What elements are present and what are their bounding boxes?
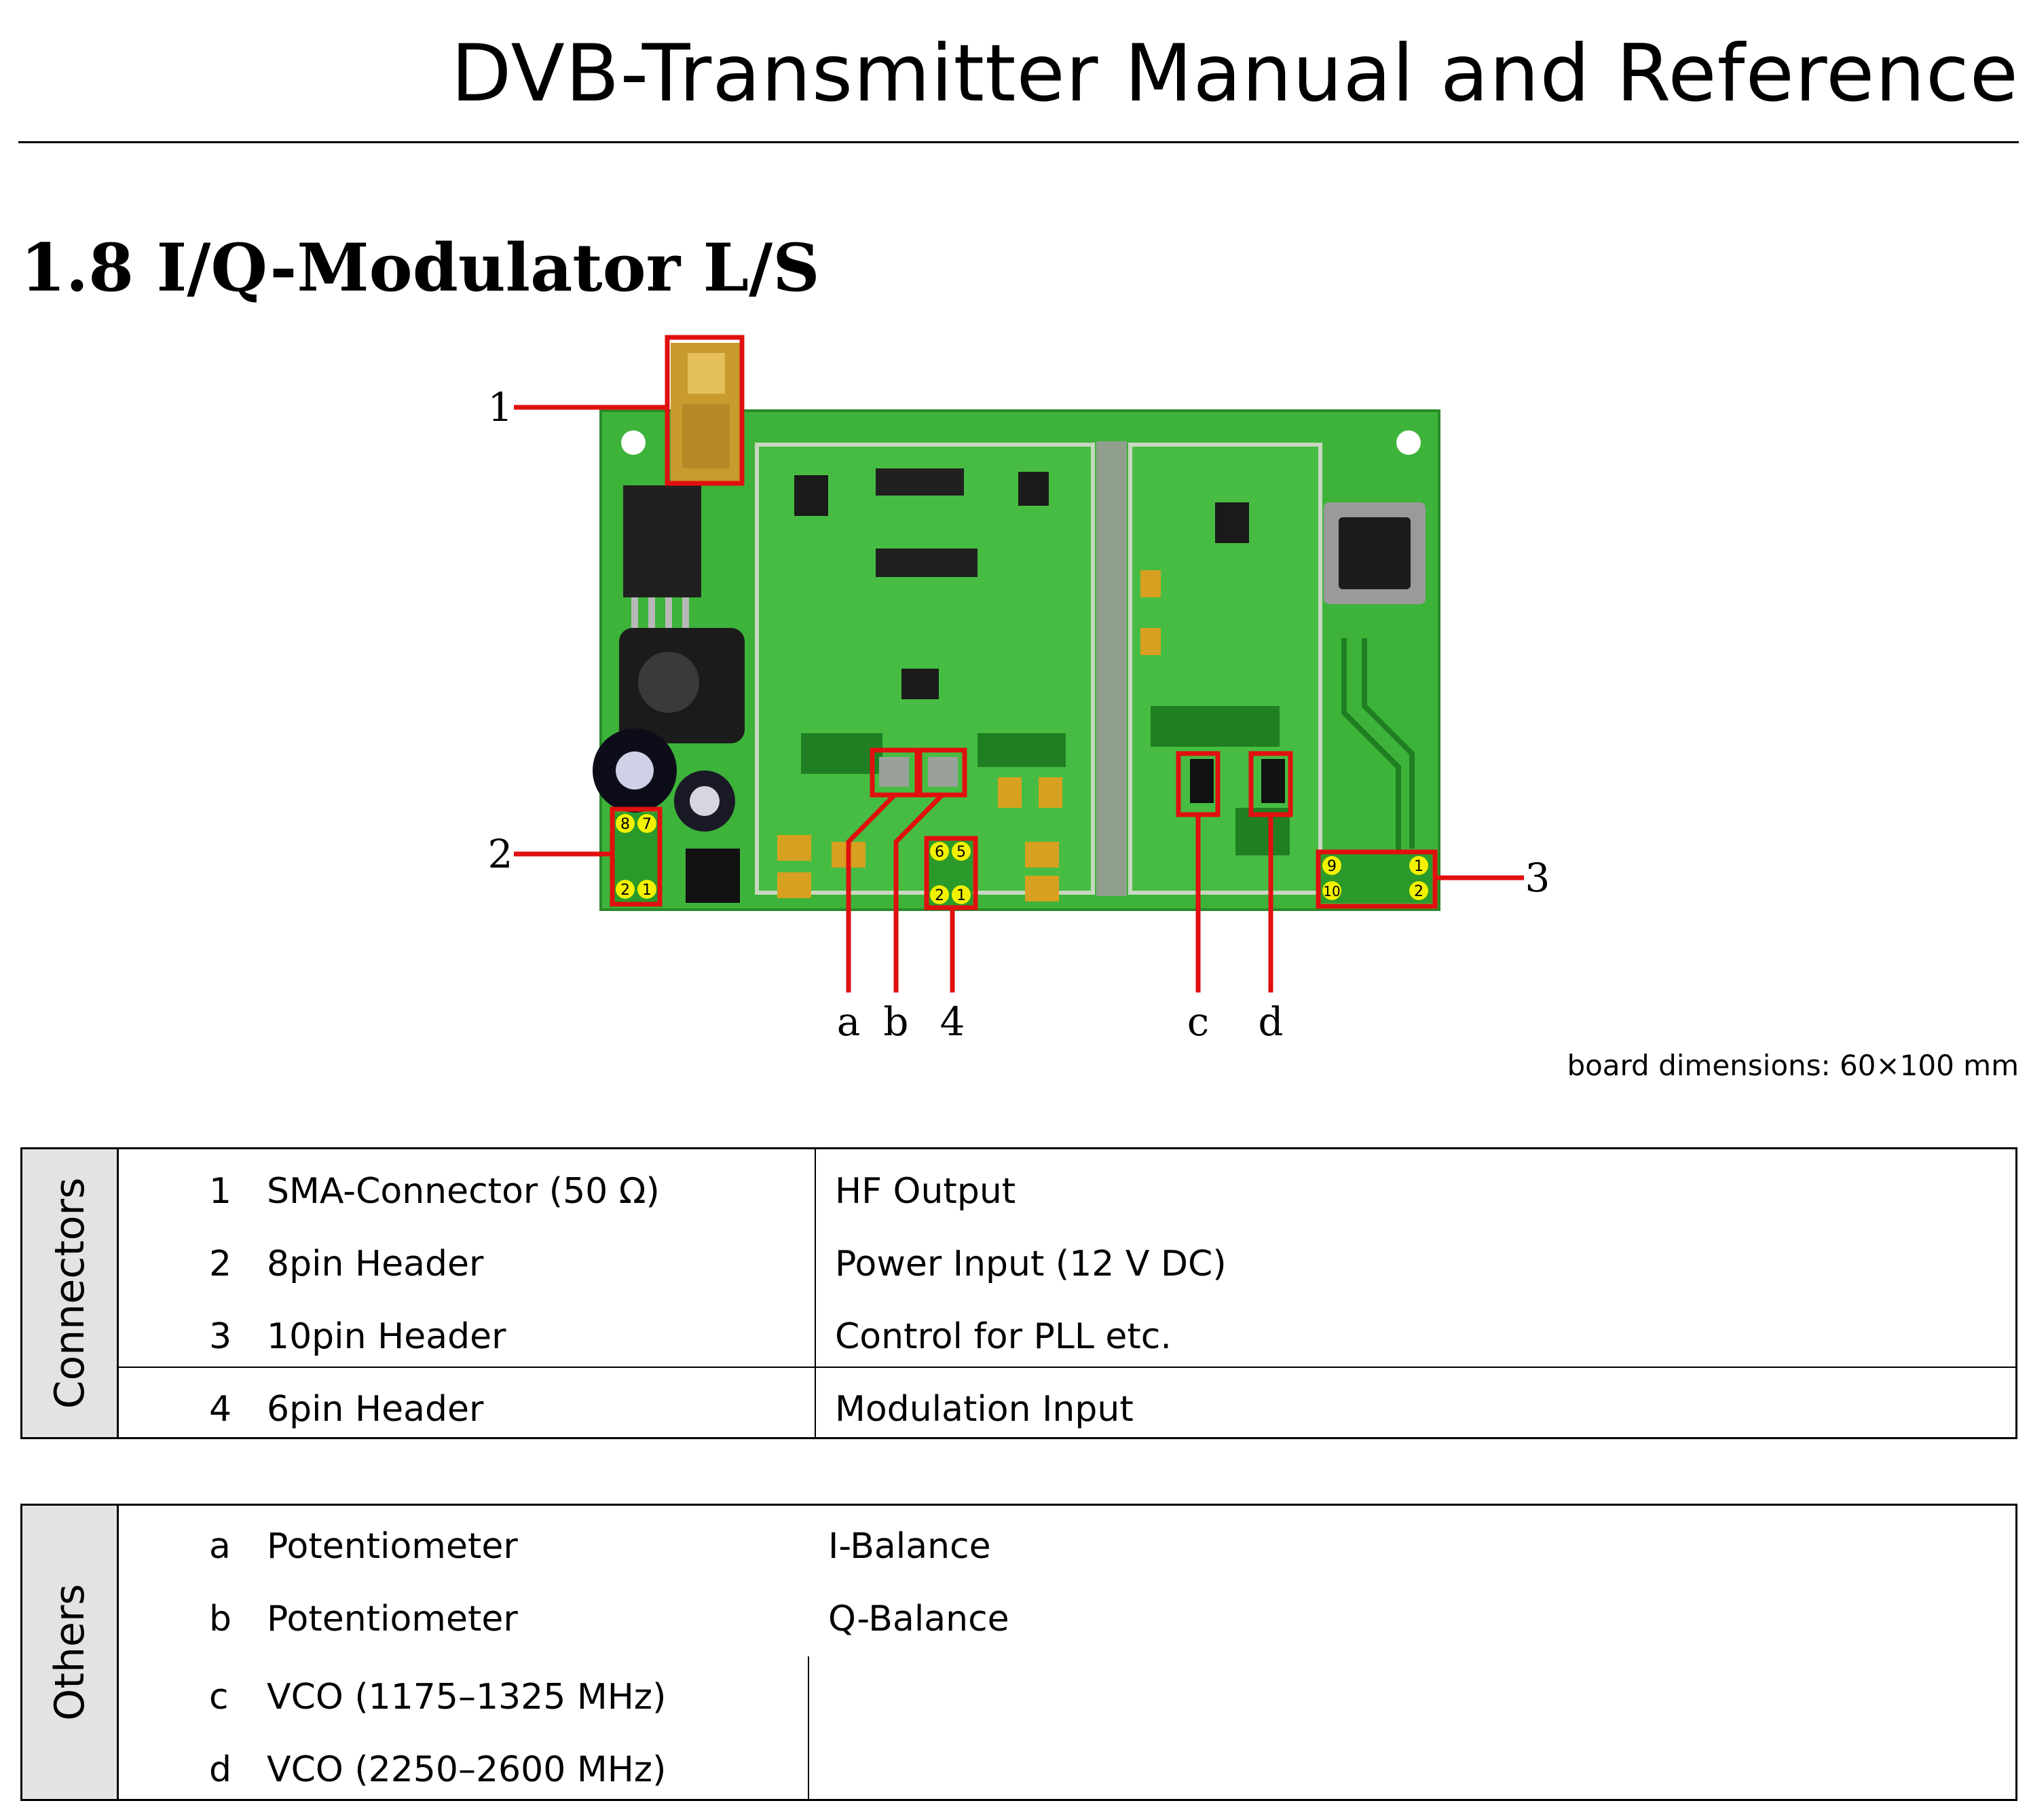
table-row: d VCO (2250–2600 MHz) bbox=[121, 1741, 2015, 1798]
table-row: 3 10pin Header Control for PLL etc. bbox=[121, 1308, 2015, 1365]
row-id: 3 bbox=[209, 1316, 232, 1357]
table-row: a Potentiometer I-Balance bbox=[121, 1518, 2015, 1575]
row-part: 10pin Header bbox=[267, 1316, 506, 1357]
row-id: 4 bbox=[209, 1389, 232, 1430]
pin-label: 9 bbox=[1327, 858, 1337, 875]
callout-1: 1 bbox=[488, 384, 513, 430]
document-header-title: DVB-Transmitter Manual and Reference bbox=[451, 28, 2019, 119]
callout-a: a bbox=[837, 999, 861, 1045]
row-id: c bbox=[209, 1677, 229, 1717]
pin-label: 6 bbox=[935, 844, 944, 861]
connectors-side-label: Connectors bbox=[45, 1177, 94, 1409]
row-id: 1 bbox=[209, 1171, 232, 1212]
row-function: Power Input (12 V DC) bbox=[835, 1244, 1227, 1284]
row-function: I-Balance bbox=[828, 1526, 991, 1567]
row-id: 2 bbox=[209, 1244, 232, 1284]
pin-label: 1 bbox=[1414, 858, 1423, 875]
connectors-table: Connectors 1 SMA-Connector (50 Ω) HF Out… bbox=[20, 1147, 2017, 1439]
row-id: a bbox=[209, 1526, 231, 1567]
row-function: Q-Balance bbox=[828, 1599, 1009, 1639]
header-8pin: 8 7 2 1 bbox=[614, 813, 658, 904]
leader-lines bbox=[514, 405, 1524, 992]
others-side-header: Others bbox=[22, 1506, 119, 1799]
pin-label: 7 bbox=[642, 816, 652, 833]
board-figure: 8 7 2 1 6 5 2 1 9 10 1 2 bbox=[488, 335, 1550, 1045]
table-row: 1 SMA-Connector (50 Ω) HF Output bbox=[121, 1163, 2015, 1220]
row-id: d bbox=[209, 1749, 232, 1790]
pin-label: 5 bbox=[956, 844, 966, 861]
others-side-label: Others bbox=[45, 1584, 94, 1721]
row-group-divider bbox=[119, 1367, 2015, 1368]
pin-label: 1 bbox=[956, 887, 966, 904]
callout-3: 3 bbox=[1525, 855, 1550, 901]
row-function: Modulation Input bbox=[835, 1389, 1134, 1430]
column-divider bbox=[815, 1149, 816, 1437]
others-table: Others a Potentiometer I-Balance b Poten… bbox=[20, 1504, 2017, 1801]
callout-d: d bbox=[1258, 999, 1283, 1045]
callout-c: c bbox=[1187, 999, 1209, 1045]
pin-label: 10 bbox=[1323, 883, 1340, 899]
row-part: SMA-Connector (50 Ω) bbox=[267, 1171, 660, 1212]
column-divider bbox=[808, 1656, 809, 1799]
header-10pin: 9 10 1 2 bbox=[1320, 854, 1432, 903]
pin-label: 8 bbox=[620, 816, 630, 833]
row-function: Control for PLL etc. bbox=[835, 1316, 1172, 1357]
table-row: 4 6pin Header Modulation Input bbox=[121, 1381, 2015, 1438]
row-id: b bbox=[209, 1599, 232, 1639]
callout-4: 4 bbox=[940, 999, 965, 1045]
table-row: c VCO (1175–1325 MHz) bbox=[121, 1669, 2015, 1726]
callout-b: b bbox=[883, 999, 908, 1045]
pin-label: 2 bbox=[1414, 883, 1423, 900]
header-6pin: 6 5 2 1 bbox=[929, 840, 973, 906]
row-function: HF Output bbox=[835, 1171, 1016, 1212]
table-row: b Potentiometer Q-Balance bbox=[121, 1591, 2015, 1648]
pin-label: 1 bbox=[642, 882, 652, 899]
row-part: VCO (2250–2600 MHz) bbox=[267, 1749, 667, 1790]
row-part: Potentiometer bbox=[267, 1599, 518, 1639]
row-part: Potentiometer bbox=[267, 1526, 518, 1567]
callout-2: 2 bbox=[488, 831, 513, 877]
board-dimensions-note: board dimensions: 60×100 mm bbox=[1567, 1049, 2019, 1082]
section-title: 1.8 I/Q-Modulator L/S bbox=[20, 229, 820, 306]
row-part: VCO (1175–1325 MHz) bbox=[267, 1677, 667, 1717]
highlight-sma-connector bbox=[665, 335, 745, 486]
pin-label: 2 bbox=[620, 882, 630, 899]
row-part: 6pin Header bbox=[267, 1389, 484, 1430]
pcb-board-image bbox=[593, 343, 1440, 911]
row-part: 8pin Header bbox=[267, 1244, 484, 1284]
connectors-side-header: Connectors bbox=[22, 1149, 119, 1437]
pin-label: 2 bbox=[935, 887, 944, 904]
highlight-8pin-header bbox=[610, 806, 663, 907]
header-rule bbox=[18, 141, 2019, 143]
table-row: 2 8pin Header Power Input (12 V DC) bbox=[121, 1236, 2015, 1293]
